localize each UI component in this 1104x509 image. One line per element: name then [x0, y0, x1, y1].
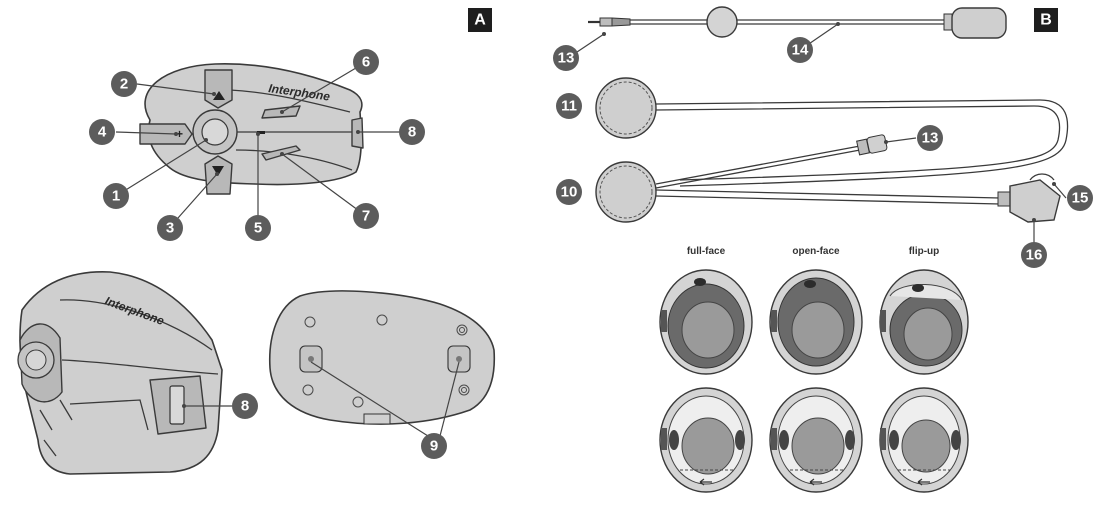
svg-text:2: 2 — [120, 76, 128, 93]
label-full-face: full-face — [687, 246, 726, 257]
callout-1: 1 — [103, 183, 129, 209]
helmet-flip-up-top — [879, 269, 969, 375]
arrow-left-icon — [809, 478, 822, 486]
callout-3: 3 — [157, 215, 183, 241]
main-button[interactable] — [201, 118, 229, 146]
callout-4: 4 — [89, 119, 115, 145]
speaker-10 — [595, 161, 657, 223]
svg-text:4: 4 — [98, 124, 107, 141]
intercom-side-view: Interphone 8 — [17, 271, 258, 475]
label-open-face: open-face — [792, 246, 840, 257]
callout-13-cable: 13 — [917, 125, 943, 151]
callout-15: 15 — [1067, 185, 1093, 211]
callout-7: 7 — [353, 203, 379, 229]
svg-text:13: 13 — [922, 130, 939, 147]
speaker-harness: 11 10 13 15 16 — [556, 77, 1093, 268]
svg-text:8: 8 — [408, 124, 416, 141]
label-flip-up: flip-up — [909, 246, 940, 257]
callout-9: 9 — [421, 433, 447, 459]
callout-8-top: 8 — [399, 119, 425, 145]
mounting-plate: 9 — [268, 290, 496, 459]
panel-a: A + Interphone — [17, 8, 496, 475]
usb-port — [169, 385, 185, 425]
svg-text:16: 16 — [1026, 247, 1043, 264]
callout-10: 10 — [556, 179, 582, 205]
arrow-left-icon — [917, 478, 930, 486]
svg-text:13: 13 — [558, 50, 575, 67]
svg-text:9: 9 — [430, 438, 438, 455]
svg-text:7: 7 — [362, 208, 370, 225]
helmet-full-face-top — [659, 269, 753, 375]
svg-text:10: 10 — [561, 184, 578, 201]
speaker-11 — [595, 77, 657, 139]
svg-text:1: 1 — [112, 188, 120, 205]
callout-2: 2 — [111, 71, 137, 97]
svg-text:3: 3 — [166, 220, 174, 237]
callout-13-boom: 13 — [553, 45, 579, 71]
mic-foam — [951, 7, 1007, 39]
callout-16: 16 — [1021, 242, 1047, 268]
boom-microphone: 13 14 — [553, 6, 1007, 71]
down-arrow-icon — [212, 166, 224, 176]
helmet-open-face-bottom — [769, 387, 863, 493]
svg-text:5: 5 — [254, 220, 262, 237]
svg-text:14: 14 — [792, 42, 809, 59]
callout-8-side: 8 — [232, 393, 258, 419]
up-arrow-icon — [213, 91, 225, 100]
callout-14: 14 — [787, 37, 813, 63]
panel-a-tag: A — [468, 8, 492, 32]
plus-icon: + — [176, 127, 183, 141]
arrow-left-icon — [699, 478, 712, 486]
up-button[interactable] — [204, 69, 233, 109]
helmet-flip-up-bottom — [879, 387, 969, 493]
svg-text:15: 15 — [1072, 190, 1089, 207]
helmet-full-face-bottom — [659, 387, 753, 493]
svg-text:6: 6 — [362, 54, 370, 71]
callout-11: 11 — [556, 93, 582, 119]
panel-b-tag: B — [1034, 8, 1058, 32]
svg-text:B: B — [1040, 12, 1052, 29]
svg-text:8: 8 — [241, 398, 249, 415]
helmet-open-face-top — [769, 269, 863, 375]
connector-16 — [1009, 179, 1061, 223]
svg-text:A: A — [474, 12, 486, 29]
callout-5: 5 — [245, 215, 271, 241]
svg-text:11: 11 — [561, 98, 577, 115]
callout-6: 6 — [353, 49, 379, 75]
panel-b: B 13 14 — [553, 6, 1093, 493]
minus-icon — [257, 131, 265, 134]
intercom-top-view: + Interphone — [89, 49, 425, 241]
